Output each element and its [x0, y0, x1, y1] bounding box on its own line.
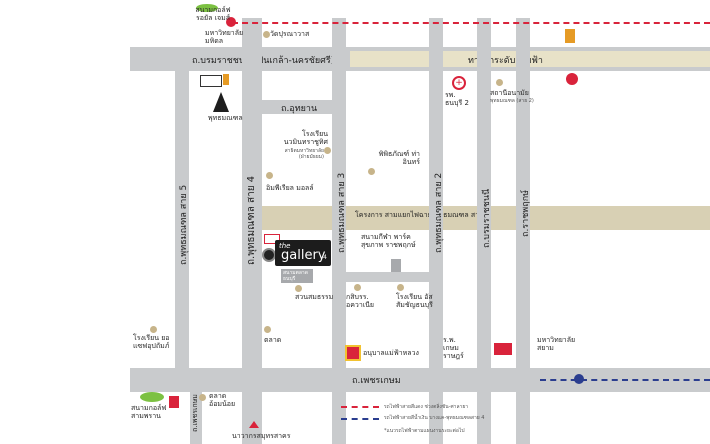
talad-dot [199, 394, 206, 401]
road-label-buddhamonthon-5: ถ.พุทธมณฑล สาย 5 [179, 184, 189, 265]
golf-bottom-icon [140, 392, 164, 402]
hospital-logo-icon [494, 343, 512, 355]
legend-note: *แนวรถไฟฟ้าตามแผนงานระยะต่อไป [384, 428, 465, 434]
road-label-elevated: ทางยกระดับลอยฟ้า [468, 56, 543, 66]
university-right-label: มหาวิทยาลัย สยาม [537, 336, 576, 352]
road-buddhamonthon-4 [242, 18, 262, 444]
legend-blue-label: รถไฟฟ้าสายสีน้ำเงิน บางแค-พุทธมณฑลสาย 4 [384, 415, 485, 421]
hospital-top-label: รพ. ธนบุรี 2 [445, 91, 469, 107]
school-bsc-sublabel: สาธิตมหาวิทยาลัย (ฝ่ายมัธยม) [284, 148, 324, 160]
train-icon [223, 74, 229, 85]
school-bsc-dot [324, 147, 331, 154]
gear-logo-icon [566, 73, 578, 85]
road-buddhamonthon-5 [175, 71, 189, 368]
road-label-utthayan: ถ.อุทยาน [281, 104, 318, 114]
mall-label: อิมพีเรียล มอลล์ [266, 184, 314, 192]
health-station-label: สถานีอนามัย [490, 89, 529, 97]
suansamsuan-label: สวนสมธรรม [295, 293, 334, 301]
legend-red-line [341, 406, 379, 408]
hospital-bottom-label: ร.พ. เกษมราษฎร์ [443, 336, 464, 360]
kindergarten-label: กสิบรร. อควาเนีย [346, 293, 375, 309]
school-left-dot [150, 326, 157, 333]
suansamsuan-dot [295, 285, 302, 292]
gallery-the: the [279, 242, 291, 250]
legend-red-label: รถไฟฟ้าสายสีแดง ช่วงตลิ่งชัน-ศาลายา [384, 404, 469, 410]
market-dot [264, 326, 271, 333]
road-buddhamonthon-3 [332, 18, 346, 444]
road-label-buddhamonthon-3: ถ.พุทธมณฑล สาย 3 [337, 172, 347, 253]
golf-top-label: สนามกอล์ฟ รอยัล เจมส์ [195, 6, 231, 22]
golf-bottom-label: สนามกอล์ฟ สามพราน [131, 404, 167, 420]
road-borommaratchachonnani-vertical [477, 18, 491, 444]
road-label-ratchaphruek: ถ.ราชพฤกษ์ [521, 189, 531, 237]
road-label-buddhamonthon-4: ถ.พุทธมณฑล สาย 4 [246, 175, 257, 265]
road-buddhamonthon-2 [429, 18, 443, 444]
road-ratchaphruek [516, 18, 530, 444]
map-pin-icon [262, 248, 276, 262]
road-label-borommaratchachonnani: ถ.บรมราชชนนี (ปิ่นเกล้า-นครชัยศรี) [192, 56, 335, 66]
school-mid-dot [397, 284, 404, 291]
rail-station-icon [200, 75, 222, 87]
apartment-box [281, 269, 313, 283]
school-mid-label: โรงเรียน อัสสัมชัญธนบุรี [396, 293, 433, 309]
golf-icon [196, 4, 218, 12]
school-bsc-label: โรงเรียน นวมินทราชูทิศ [283, 130, 328, 146]
mahidol-label: มหาวิทยาลัย มหิดล [205, 29, 244, 45]
blue-line-route [540, 379, 710, 381]
market-label: ตลาด [264, 336, 282, 344]
gallery-name: gallery [281, 248, 326, 263]
health-station-sublabel: พุทธมณฑล (สาย 2) [490, 98, 534, 104]
road-soi-connector [345, 272, 429, 282]
red-line-station-icon [226, 17, 236, 27]
mall-dot [266, 172, 273, 179]
apartment-label: สนามตลาด ธนบุรี [283, 270, 308, 282]
hospital-cross-icon: + [452, 76, 466, 90]
health-station-dot [496, 79, 503, 86]
golf-logo-icon [169, 396, 179, 408]
temple-label: พุทธมณฑล [208, 114, 243, 122]
building-icon [565, 29, 575, 43]
sports-park-box [391, 259, 401, 272]
mini-logo-icon [264, 234, 280, 244]
road-utthayan [262, 100, 346, 114]
arrow-up-icon [249, 421, 259, 428]
wat-label: วัดปุรณาวาส [270, 30, 310, 38]
community-icon [345, 345, 361, 361]
sports-label: สนามกีฬา พาร์คสุขภาพ ราชพฤกษ์ [361, 233, 416, 249]
wat-dot [263, 31, 270, 38]
legend-blue-line [341, 418, 379, 420]
museum-label: พิพิธภัณฑ์ ท่าอินทร์ [378, 150, 420, 166]
red-line-route [232, 22, 710, 24]
school-left-label: โรงเรียน ยอแซฟอุปถัมภ์ [133, 334, 170, 350]
gallery-suffix: 4 [323, 254, 327, 261]
talad-label: ตลาด อ้อมน้อย [209, 392, 236, 408]
road-label-borommaratchachonnani-vertical: ถ.บรมราชชนนี [482, 188, 492, 248]
the-gallery-marker[interactable]: the gallery 4 [275, 240, 331, 266]
road-label-phetkasem: ถ.เพชรเกษม [352, 376, 401, 386]
nawat-label: นาวากรสมุทรสาคร [232, 432, 291, 440]
kindergarten-dot [354, 284, 361, 291]
road-soi-left [190, 392, 202, 444]
rail-project-label: โครงการ สามแยกไฟฉาย พุทธมณฑล สาย 4 [355, 211, 490, 219]
blue-line-station-icon [574, 374, 584, 384]
community-label: อนุบาลแม่ฟ้าหลวง [363, 349, 419, 357]
temple-icon [213, 92, 229, 112]
museum-dot [368, 168, 375, 175]
road-label-buddhamonthon-2: ถ.พุทธมณฑล สาย 2 [434, 172, 444, 253]
